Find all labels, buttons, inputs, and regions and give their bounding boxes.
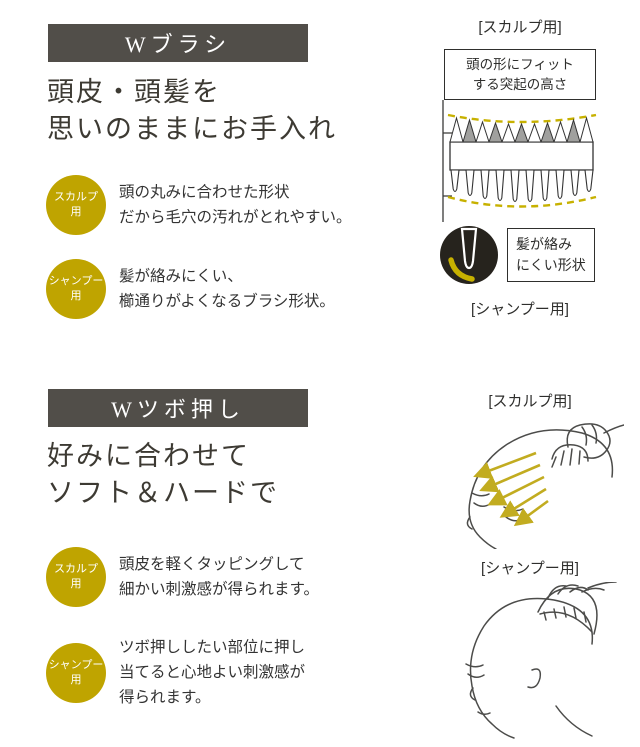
scalp-use-label: [スカルプ用] (478, 19, 562, 36)
feature-text: 髪が絡みにくい、 櫛通りがよくなるブラシ形状。 (119, 264, 335, 314)
feature-text-line: ツボ押ししたい部位に押し (119, 639, 306, 656)
shampoo-use-label: [シャンプー用] (481, 560, 579, 577)
badge-line: スカルプ (54, 191, 98, 204)
feature-text-line: 櫛通りがよくなるブラシ形状。 (119, 293, 335, 310)
feature-text-line: 頭皮を軽くタッピングして (119, 556, 305, 573)
callout-line: する突起の高さ (472, 76, 568, 92)
section-tsubo-banner-label: Wツボ押し (111, 397, 245, 422)
brush-diagram-block: [スカルプ用] 頭の形にフィット する突起の高さ (438, 16, 602, 319)
badge-line: 用 (70, 206, 82, 218)
feature-text-line: 髪が絡みにくい、 (119, 268, 243, 285)
section-brush-banner: Wブラシ (48, 24, 308, 62)
feature-text-line: 得られます。 (119, 689, 211, 706)
section-brush-heading: 頭皮・頭髪を 思いのままにお手入れ (47, 74, 337, 148)
badge-line: 用 (70, 290, 82, 302)
callout-line: にくい形状 (516, 257, 586, 274)
shampoo-use-badge: シャンプー 用 (46, 259, 106, 319)
protrusion-height-callout: 頭の形にフィット する突起の高さ (444, 49, 596, 101)
badge-line: シャンプー (48, 275, 104, 288)
heading-line: ソフト＆ハードで (47, 478, 279, 508)
feature-text-line: 当てると心地よい刺激感が (119, 664, 306, 681)
badge-line: シャンプー (48, 658, 104, 671)
heading-line: 頭皮・頭髪を (47, 77, 221, 107)
shampoo-use-badge: シャンプー 用 (46, 642, 106, 703)
heading-line: 思いのままにお手入れ (47, 114, 337, 144)
scalp-use-badge: スカルプ 用 (46, 547, 106, 607)
badge-line: 用 (70, 673, 82, 686)
callout-line: 頭の形にフィット (466, 57, 574, 72)
feature-scalp-tsubo: スカルプ 用 頭皮を軽くタッピングして 細かい刺激感が得られます。 (46, 547, 319, 607)
bristle-zoom-icon (440, 226, 498, 285)
section-tsubo-heading: 好みに合わせて ソフト＆ハードで (47, 438, 279, 512)
feature-text: ツボ押ししたい部位に押し 当てると心地よい刺激感が 得られます。 (119, 635, 305, 710)
usage-illustrations-block: [スカルプ用] (436, 390, 624, 740)
callout-line: 髪が絡み (516, 236, 572, 253)
feature-shampoo-tsubo: シャンプー 用 ツボ押ししたい部位に押し 当てると心地よい刺激感が 得られます。 (46, 635, 305, 710)
feature-text-line: 頭の丸みに合わせた形状 (119, 184, 290, 201)
feature-scalp-brush: スカルプ 用 頭の丸みに合わせた形状 だから毛穴の汚れがとれやすい。 (46, 175, 352, 235)
feature-text-line: 細かい刺激感が得られます。 (119, 581, 319, 598)
scalp-use-illustration (466, 423, 624, 549)
shampoo-use-illustration (465, 582, 617, 739)
brush-cross-section-diagram (442, 100, 597, 223)
shampoo-use-label: [シャンプー用] (471, 301, 569, 319)
scalp-use-label: [スカルプ用] (488, 393, 572, 410)
heading-line: 好みに合わせて (47, 441, 250, 471)
section-brush-banner-label: Wブラシ (124, 32, 232, 57)
tangle-free-callout: 髪が絡み にくい形状 (507, 228, 595, 283)
scalp-use-badge: スカルプ 用 (46, 175, 106, 235)
bristle-zoom-row: 髪が絡み にくい形状 (438, 224, 602, 286)
badge-line: 用 (70, 578, 82, 590)
feature-text: 頭皮を軽くタッピングして 細かい刺激感が得られます。 (119, 552, 319, 602)
feature-text-line: だから毛穴の汚れがとれやすい。 (119, 209, 352, 226)
section-tsubo-banner: Wツボ押し (48, 389, 308, 427)
feature-shampoo-brush: シャンプー 用 髪が絡みにくい、 櫛通りがよくなるブラシ形状。 (46, 259, 335, 319)
feature-text: 頭の丸みに合わせた形状 だから毛穴の汚れがとれやすい。 (119, 180, 352, 230)
badge-line: スカルプ (54, 563, 98, 576)
